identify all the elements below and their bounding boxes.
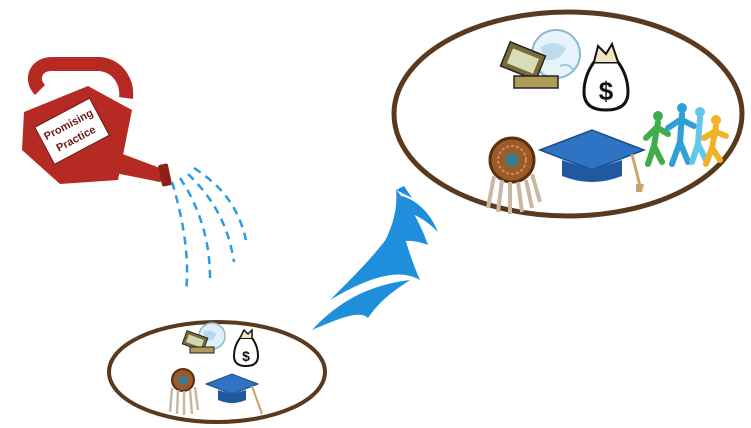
laptop-globe-icon — [501, 30, 580, 88]
people-group-icon — [646, 103, 726, 164]
large-money-symbol: $ — [599, 76, 614, 106]
water-stream-1 — [172, 182, 187, 292]
water-stream-4 — [194, 168, 246, 240]
money-bag-icon: $ — [584, 44, 628, 110]
water-stream-3 — [188, 174, 234, 262]
growth-wave-1 — [312, 280, 410, 330]
laptop-globe-icon — [182, 323, 225, 353]
growth-arrow — [312, 186, 438, 330]
large-ellipse-group: $ — [394, 12, 742, 216]
graduation-cap-icon — [206, 374, 262, 414]
graduation-cap-icon — [540, 130, 644, 192]
watering-can: Promising Practice — [22, 64, 172, 187]
water-streams — [172, 168, 246, 292]
dreamcatcher-icon — [488, 138, 540, 214]
money-bag-icon: $ — [234, 330, 258, 366]
watering-can-rose — [158, 163, 172, 187]
small-ellipse-group: $ — [109, 322, 325, 422]
dreamcatcher-icon — [170, 369, 198, 415]
water-stream-2 — [180, 178, 210, 278]
small-money-symbol: $ — [242, 348, 250, 364]
